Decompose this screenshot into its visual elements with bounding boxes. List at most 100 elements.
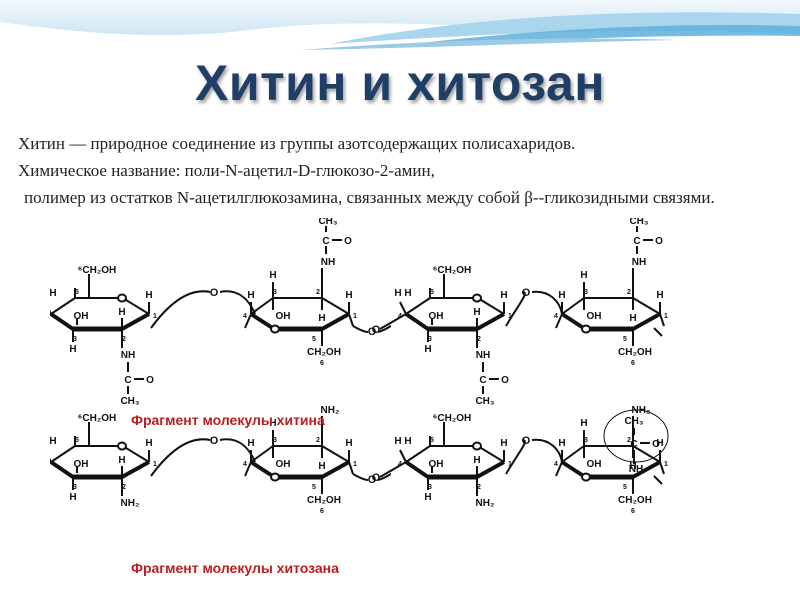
h-label: H xyxy=(580,418,587,429)
bond-line xyxy=(560,460,584,477)
bond-line xyxy=(50,445,76,463)
o-label: O xyxy=(344,236,352,247)
carbon-number: 4 xyxy=(554,461,558,468)
nh-label: NH xyxy=(476,350,490,361)
oh-label: OH xyxy=(587,311,602,322)
bond-line xyxy=(480,447,505,463)
carbon-number: 5 xyxy=(312,336,316,343)
carbon-number: 5 xyxy=(312,484,316,491)
h-label: H xyxy=(345,438,352,449)
bond-line xyxy=(659,313,665,327)
carbon-number: 1 xyxy=(353,461,357,468)
c-label: C xyxy=(124,375,131,386)
carbon-number: 3 xyxy=(273,437,277,444)
carbon-number: 4 xyxy=(398,313,402,320)
bond-line xyxy=(250,445,274,463)
oxygen-atom xyxy=(472,441,482,451)
ch3-label: CH₃ xyxy=(318,218,337,227)
glycosidic-link xyxy=(377,325,392,333)
carbon-number: 5 xyxy=(430,289,434,296)
bond-line xyxy=(50,297,76,315)
oxygen-atom xyxy=(270,324,280,334)
bond-line xyxy=(659,461,665,475)
ch3-label: CH₃ xyxy=(120,396,139,407)
h-label: H xyxy=(69,492,76,503)
intro-chemical-name: Химическое название: поли-N-ацетил-D-глю… xyxy=(18,161,435,180)
ch2oh-label: ⁶CH₂OH xyxy=(433,413,472,424)
o-label: O xyxy=(372,324,381,336)
glycosidic-link xyxy=(505,291,526,327)
carbon-number: 1 xyxy=(353,313,357,320)
carbon-number: 1 xyxy=(508,313,512,320)
nh-label: NH xyxy=(121,350,135,361)
bond-line xyxy=(560,312,584,329)
carbon-number: 2 xyxy=(477,336,481,343)
oxygen-atom xyxy=(270,472,280,482)
bond-line xyxy=(50,312,75,331)
bond-line xyxy=(348,313,354,327)
bond-line xyxy=(348,461,354,475)
bond-line xyxy=(632,312,661,331)
nh-label: NH xyxy=(321,257,335,268)
intro-definition: Хитин — природное соединение из группы а… xyxy=(18,134,576,153)
bond-line xyxy=(379,461,407,478)
bond-line xyxy=(555,461,563,477)
carbon-number: 1 xyxy=(153,313,157,320)
carbon-number: 6 xyxy=(320,508,324,515)
h-label: H xyxy=(269,270,276,281)
carbon-number: 5 xyxy=(75,437,79,444)
carbon-number: 2 xyxy=(627,437,631,444)
oxygen-atom xyxy=(581,324,591,334)
header-wave-decoration xyxy=(0,0,800,75)
o-label: O xyxy=(522,435,531,447)
h-label: H xyxy=(345,290,352,301)
h-label: H xyxy=(656,290,663,301)
oxygen-atom xyxy=(117,441,127,451)
h-label: H xyxy=(269,418,276,429)
carbon-number: 5 xyxy=(430,437,434,444)
bond-line xyxy=(561,445,585,463)
c-label: C xyxy=(630,439,637,450)
carbon-number: 2 xyxy=(316,437,320,444)
h-label: H xyxy=(424,492,431,503)
oh-label: OH xyxy=(74,311,89,322)
h-label: H xyxy=(629,313,636,324)
carbon-number: 6 xyxy=(320,360,324,367)
acetyl-highlight-circle xyxy=(603,409,669,463)
o-label: O xyxy=(522,287,531,299)
bond-line xyxy=(405,297,431,315)
bond-line xyxy=(561,297,585,315)
ch3-label: CH₃ xyxy=(624,416,643,427)
bond-line xyxy=(555,313,563,329)
nh-label: NH xyxy=(629,464,643,475)
h-label: H xyxy=(580,270,587,281)
carbon-number: 4 xyxy=(554,313,558,320)
oh-label: OH xyxy=(74,459,89,470)
h-label: H xyxy=(118,455,125,466)
h-label: H xyxy=(145,290,152,301)
bond-line xyxy=(244,313,252,329)
bond-line xyxy=(50,309,52,315)
carbon-number: 2 xyxy=(627,289,631,296)
c-label: C xyxy=(633,236,640,247)
carbon-number: 2 xyxy=(122,484,126,491)
bond-line xyxy=(632,460,661,479)
structural-formulas: ⁶CH₂OHHHOHOHHH43251NHCOCH₃OCH₂OH6HHOHHH3… xyxy=(50,218,669,515)
o-label: O xyxy=(655,236,663,247)
carbon-number: 5 xyxy=(75,289,79,296)
c-label: C xyxy=(322,236,329,247)
h-label: H xyxy=(318,313,325,324)
o-label: O xyxy=(368,326,377,338)
bond-line xyxy=(121,312,150,331)
c-label: C xyxy=(479,375,486,386)
oh-label: OH xyxy=(276,459,291,470)
carbon-number: 3 xyxy=(584,289,588,296)
o-label: O xyxy=(210,287,219,299)
bond-line xyxy=(244,461,252,477)
h-label: H xyxy=(558,290,565,301)
carbon-number: 3 xyxy=(73,484,77,491)
carbon-number: 3 xyxy=(73,336,77,343)
ch2oh-label: ⁶CH₂OH xyxy=(433,265,472,276)
bond-line xyxy=(125,447,150,463)
carbon-number: 4 xyxy=(243,313,247,320)
